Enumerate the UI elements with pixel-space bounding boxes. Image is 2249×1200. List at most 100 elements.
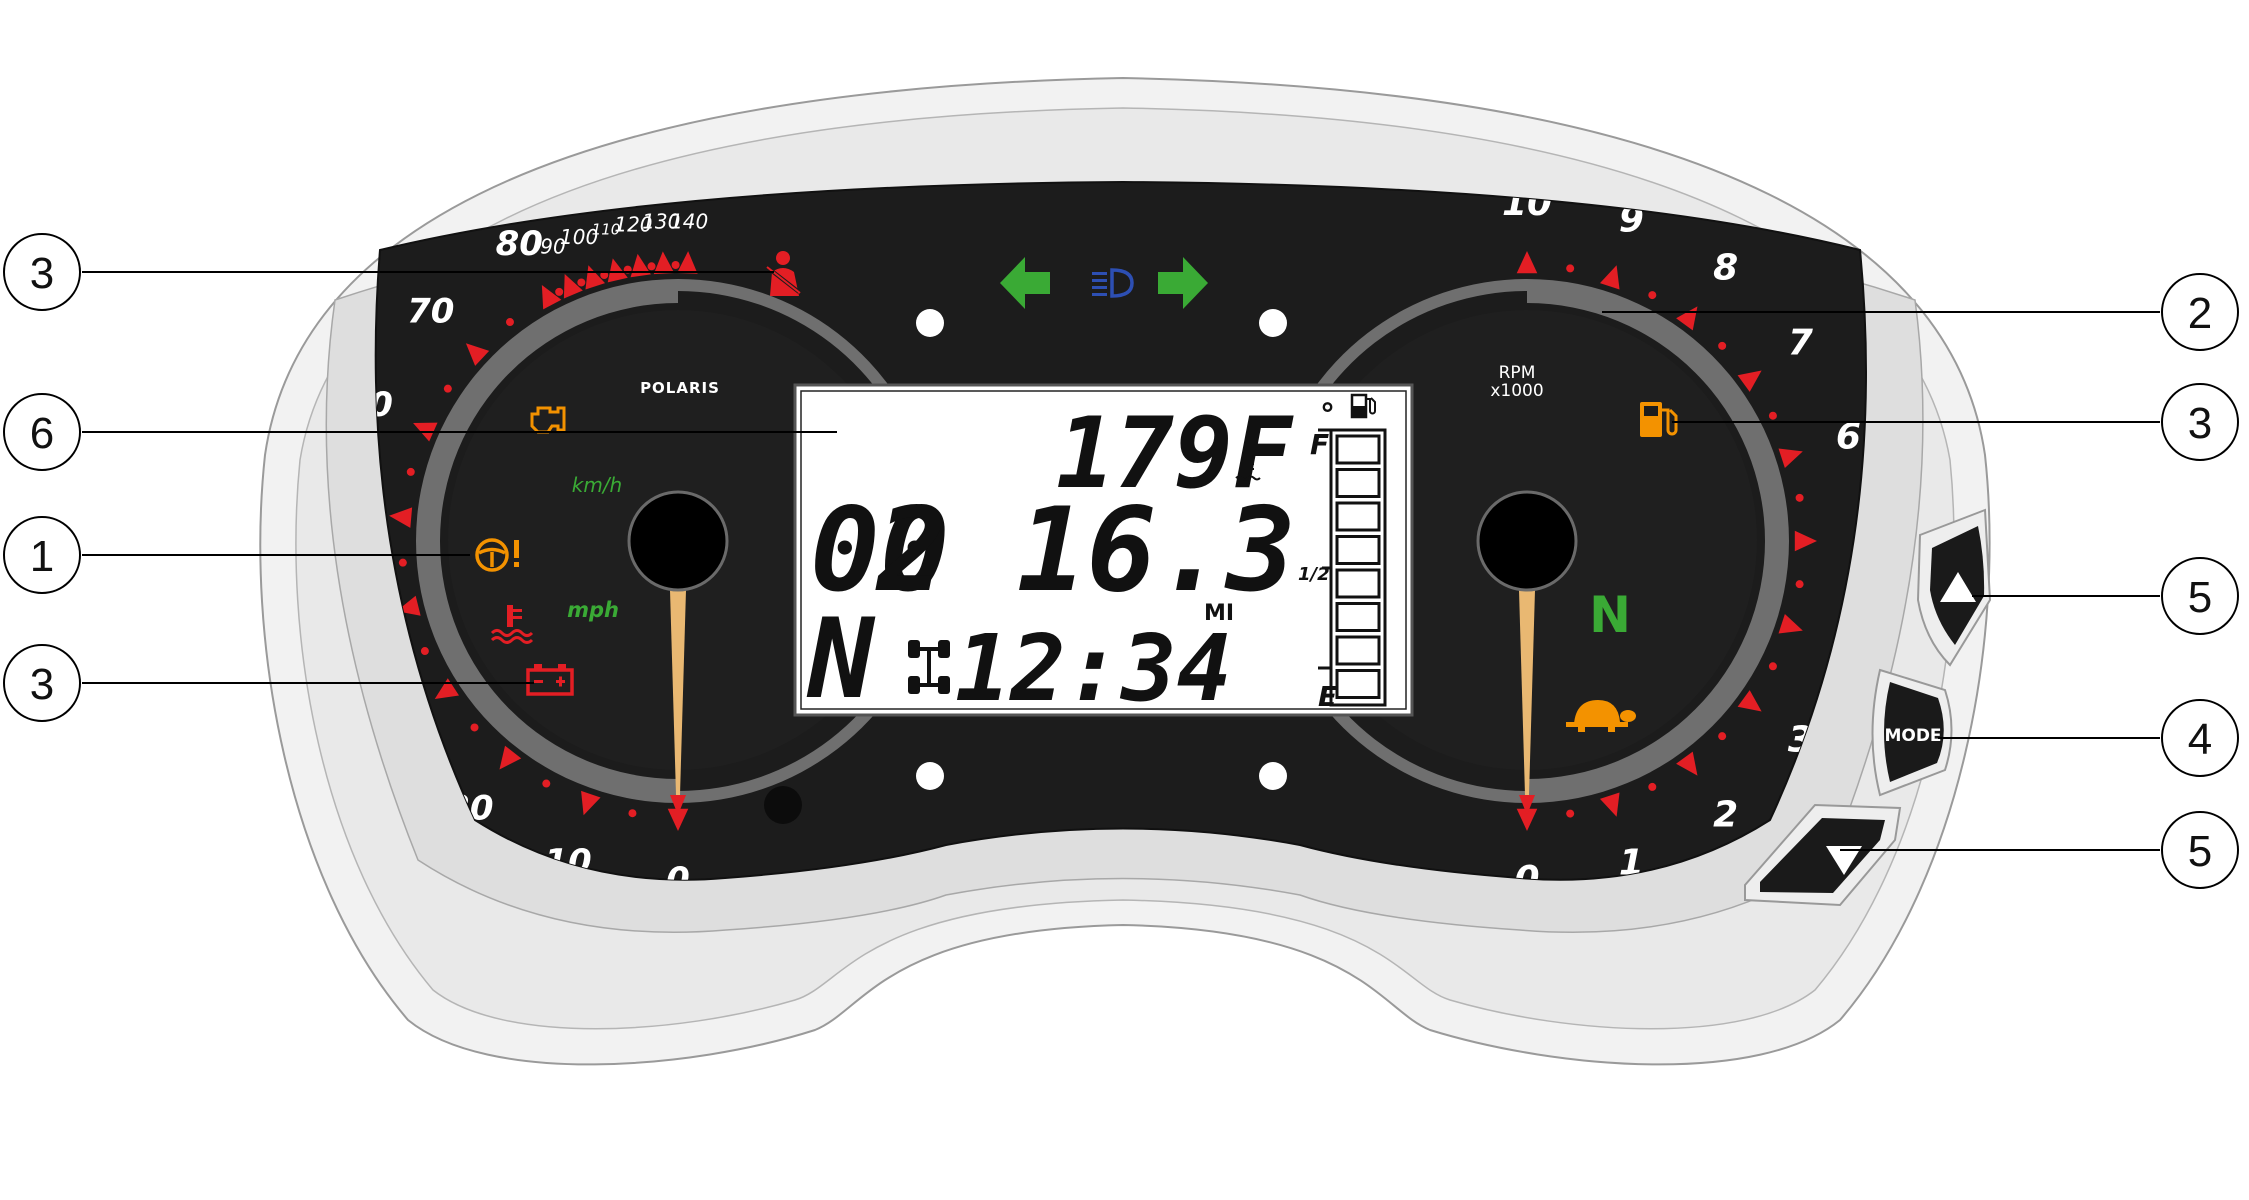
- lcd-coolant-icon: [1235, 460, 1261, 481]
- lcd-degree-symbol: °: [1320, 398, 1335, 433]
- speedometer-major-tick: [667, 808, 689, 831]
- svg-text:3: 3: [30, 660, 54, 709]
- speedometer-major-tick: [581, 790, 601, 816]
- speedometer-label: 120: [614, 212, 652, 236]
- svg-text:1: 1: [30, 532, 54, 581]
- svg-text:6: 6: [30, 409, 54, 458]
- speedometer-label: 60: [346, 385, 393, 425]
- ambient-light-sensor: [764, 786, 802, 824]
- tachometer-needle: [1519, 590, 1535, 815]
- callout-1-eps: 1: [3, 516, 470, 594]
- down-button[interactable]: [1744, 803, 1902, 907]
- fuel-gauge-segment: [1335, 501, 1381, 532]
- tachometer-major-tick: [1599, 265, 1620, 290]
- tachometer-label: 7: [1788, 322, 1813, 363]
- fuel-gauge-segment: [1335, 635, 1381, 666]
- fuel-gauge-segment: [1335, 468, 1381, 498]
- up-button[interactable]: [1916, 508, 1992, 667]
- tachometer-minor-tick: [1648, 291, 1657, 300]
- mode-button-label: MODE: [1884, 726, 1941, 746]
- speedometer-label: 130: [642, 210, 680, 234]
- speedometer-minor-tick: [671, 261, 680, 270]
- lcd-temperature: 179F: [1056, 397, 1294, 511]
- lcd-inner: [800, 390, 1407, 710]
- callout-5-up: 5: [1972, 557, 2239, 635]
- tachometer-label: 6: [1836, 417, 1861, 458]
- svg-text:2: 2: [2188, 289, 2212, 338]
- speedometer-major-tick: [677, 251, 698, 274]
- callout-2-redline: 2: [1602, 273, 2239, 351]
- tachometer-major-tick: [1516, 808, 1538, 831]
- tachometer-minor-tick: [1648, 782, 1657, 791]
- tachometer-major-tick: [1778, 613, 1803, 634]
- mode-button[interactable]: MODE: [1871, 668, 1953, 797]
- speedometer-label: 80: [496, 224, 543, 264]
- callout-3-fuel: 3: [1672, 383, 2239, 461]
- speedometer-ring-arm-top: [678, 279, 932, 477]
- tachometer-ticks: [1516, 251, 1817, 831]
- tachometer-minor-tick: [1718, 341, 1727, 350]
- tachometer-major-tick: [1778, 448, 1803, 469]
- svg-text:5: 5: [2188, 827, 2212, 876]
- speedometer-minor-tick: [577, 278, 586, 287]
- tachometer-minor-tick: [1795, 580, 1804, 589]
- tachometer-minor-tick: [1566, 809, 1575, 818]
- tachometer-major-tick: [1676, 751, 1698, 776]
- speedometer-label: 90: [540, 235, 565, 259]
- turtle-mode-icon: [1566, 700, 1636, 732]
- speedometer-label: 110: [592, 221, 621, 239]
- svg-text:3: 3: [30, 249, 54, 298]
- lcd-fuel-empty-label: E: [1318, 680, 1337, 713]
- speedometer-label: 0: [666, 860, 690, 900]
- mount-dot: [916, 309, 944, 337]
- lcd-odometer-unit: MI: [1204, 601, 1234, 626]
- lcd-fuel-full-label: F: [1310, 428, 1329, 461]
- lcd-fuel-pump-icon: [1350, 393, 1376, 419]
- tachometer-label: 8: [1713, 248, 1738, 289]
- tachometer-major-tick: [1599, 792, 1620, 817]
- callout-5-down: 5: [1840, 811, 2239, 889]
- tachometer-major-tick: [1794, 530, 1817, 552]
- tachometer-hub: [1476, 490, 1578, 592]
- speedometer-minor-tick: [505, 318, 514, 327]
- svg-text:5: 5: [2188, 573, 2212, 622]
- speedometer-minor-tick: [555, 287, 564, 296]
- lcd-frame: [793, 383, 1414, 717]
- fuel-gauge-segment: [1335, 568, 1381, 599]
- speedometer-label: 70: [407, 292, 454, 332]
- fuel-gauge-segment: [1335, 669, 1381, 699]
- speedometer-hub: [627, 490, 729, 592]
- speedometer-minor-tick: [470, 723, 479, 732]
- speedometer-minor-tick: [600, 271, 609, 280]
- fuel-gauge-segment: [1335, 602, 1381, 632]
- tachometer-major-tick: [1737, 690, 1762, 712]
- speedometer-major-tick: [465, 343, 490, 366]
- callout-4-mode: 4: [1938, 699, 2239, 777]
- tachometer-minor-tick: [1718, 732, 1727, 741]
- svg-text:4: 4: [2188, 715, 2212, 764]
- tachometer-major-tick: [1737, 370, 1762, 392]
- lcd-fuel-gauge: [1318, 428, 1387, 707]
- lcd-clock: 12:34: [955, 615, 1232, 722]
- lcd-display: 179F ° 00 2 16.3 MI N 12:34 F 1/2 E: [793, 383, 1414, 723]
- right-turn-signal-icon: [1158, 257, 1208, 309]
- tachometer-minor-tick: [1795, 493, 1804, 502]
- low-fuel-warning-icon: [1640, 402, 1678, 437]
- speedometer-label: 100: [560, 225, 598, 249]
- lcd-awd-icon: [908, 640, 950, 694]
- speedometer-minor-tick: [420, 647, 429, 656]
- speedometer-minor-tick: [443, 384, 452, 393]
- fuel-gauge-segment: [1335, 434, 1381, 465]
- speedometer-major-tick: [499, 745, 522, 770]
- brand-logo: POLARIS: [640, 379, 720, 397]
- mount-dot: [916, 762, 944, 790]
- steering-wheel-warning-icon: [475, 538, 519, 572]
- mount-dot: [1259, 309, 1287, 337]
- tachometer-major-tick: [1516, 251, 1538, 274]
- rpm-unit-label: RPM: [1499, 363, 1536, 383]
- tachometer-label: 2: [1713, 794, 1738, 835]
- speedometer-major-tick: [607, 258, 628, 283]
- speedometer-label: 140: [670, 209, 708, 233]
- tachometer-label: 0: [1514, 859, 1539, 900]
